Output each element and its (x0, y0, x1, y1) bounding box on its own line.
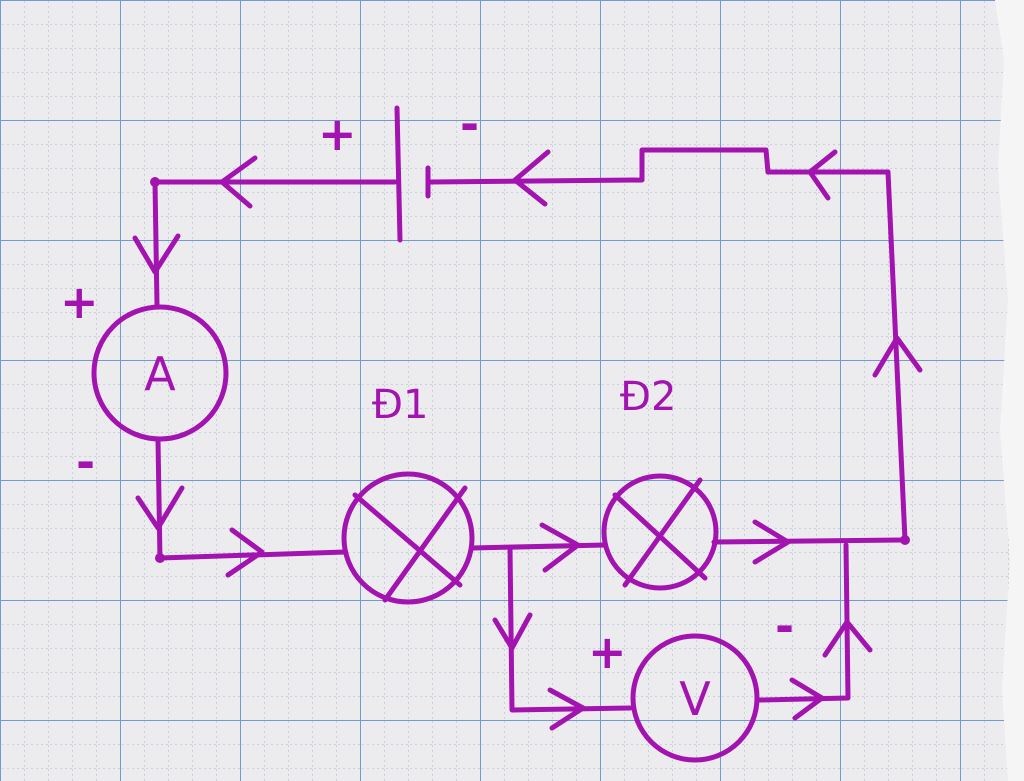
junction-bottom-right (900, 535, 910, 545)
lamp2-label: Đ2 (620, 374, 676, 420)
ammeter-plus: + (60, 275, 99, 329)
wire-left-upper (152, 179, 160, 308)
ammeter-symbol: A (144, 347, 176, 401)
wire-voltmeter-left (507, 545, 633, 713)
arrow-icon (512, 149, 551, 207)
battery-icon (394, 105, 431, 243)
arrow-icon (492, 612, 533, 651)
ammeter-minus: - (76, 435, 95, 489)
wire-bottom-1 (157, 549, 348, 561)
junction-top-left (150, 177, 160, 187)
wire-voltmeter-right (757, 542, 851, 703)
lamp1-label: Đ1 (372, 382, 428, 428)
arrow-icon (219, 155, 258, 209)
lamp-icon (601, 473, 719, 591)
arrow-icon (822, 619, 873, 658)
lamp-icon (341, 471, 475, 605)
battery-plus: + (318, 107, 357, 161)
battery-minus: - (460, 97, 479, 151)
arrow-icon (225, 527, 265, 578)
current-arrows (132, 149, 923, 731)
arrow-icon (807, 149, 838, 201)
voltmeter-plus: + (588, 625, 627, 679)
wire-right (885, 169, 908, 543)
voltmeter-minus: - (775, 599, 794, 653)
arrow-icon (539, 522, 581, 573)
wire-top-middle (427, 147, 891, 185)
wire-left-lower (155, 437, 163, 563)
arrow-icon (752, 519, 791, 565)
ammeter-icon (91, 304, 229, 442)
wires (152, 147, 908, 713)
arrow-icon (135, 485, 185, 531)
arrow-icon (789, 677, 825, 721)
junction-bottom-left (155, 553, 165, 563)
arrow-icon (132, 233, 181, 275)
arrow-icon (872, 335, 923, 378)
wire-bottom-3 (711, 537, 908, 545)
wire-bottom-2 (469, 542, 608, 551)
paper-torn-edge (995, 0, 1024, 781)
voltmeter-icon (630, 633, 760, 763)
arrow-icon (547, 687, 586, 731)
voltmeter-symbol: V (679, 672, 711, 726)
